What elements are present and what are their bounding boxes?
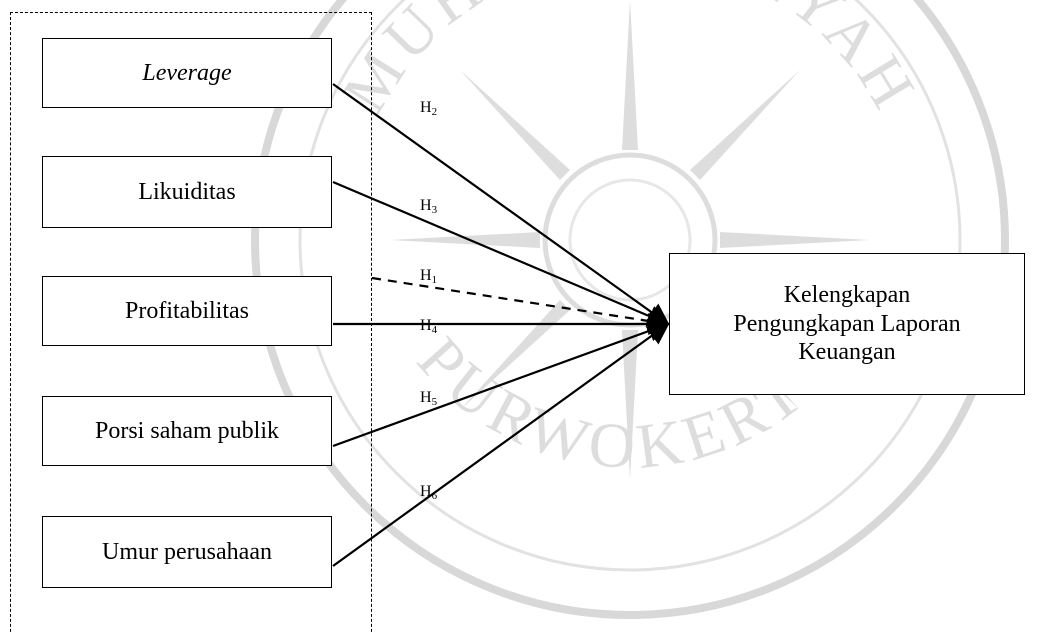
variable-likuiditas-label: Likuiditas bbox=[138, 178, 236, 205]
variable-umur-label: Umur perusahaan bbox=[102, 538, 272, 565]
dependent-variable-line2: Pengungkapan Laporan bbox=[733, 310, 961, 337]
hypothesis-label-h1: H1 bbox=[420, 267, 438, 286]
dependent-variable-box: Kelengkapan Pengungkapan Laporan Keuanga… bbox=[669, 253, 1025, 395]
variable-leverage-box: Leverage bbox=[42, 38, 332, 108]
arrow-h6 bbox=[332, 322, 670, 567]
arrow-h5 bbox=[332, 320, 671, 448]
variable-leverage-label: Leverage bbox=[142, 59, 232, 86]
hypothesis-label-h5: H5 bbox=[420, 389, 438, 408]
arrow-h3 bbox=[332, 180, 671, 327]
variable-umur-box: Umur perusahaan bbox=[42, 516, 332, 588]
arrow-h2 bbox=[332, 83, 670, 326]
dependent-variable-line3: Keuangan bbox=[798, 339, 896, 366]
hypothesis-label-h2: H2 bbox=[420, 99, 438, 118]
hypothesis-label-h3: H3 bbox=[420, 197, 438, 216]
variable-profitabilitas-box: Profitabilitas bbox=[42, 276, 332, 346]
variable-porsi-label: Porsi saham publik bbox=[95, 417, 279, 444]
variable-profitabilitas-label: Profitabilitas bbox=[125, 297, 249, 324]
variable-porsi-box: Porsi saham publik bbox=[42, 396, 332, 466]
dependent-variable-line1: Kelengkapan bbox=[783, 281, 911, 308]
hypothesis-label-h4: H4 bbox=[420, 317, 438, 336]
hypothesis-label-h6: H6 bbox=[420, 483, 438, 502]
arrow-h1 bbox=[371, 276, 671, 332]
variable-likuiditas-box: Likuiditas bbox=[42, 156, 332, 228]
